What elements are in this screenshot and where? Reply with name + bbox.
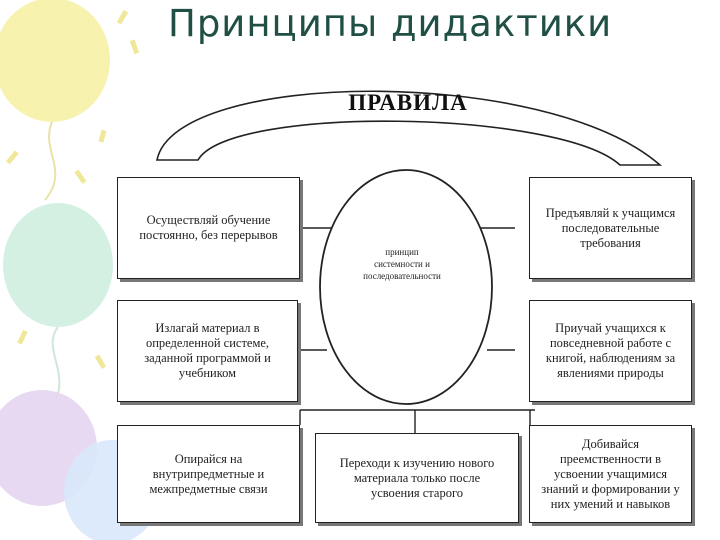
principle-circle	[319, 169, 493, 405]
rule-box-continuity: Добивайся преемственности в усвоении уча…	[529, 425, 692, 523]
rule-box-new-material: Переходи к изучению нового материала тол…	[315, 433, 519, 523]
principle-label: принцип системности и последовательности	[363, 247, 441, 281]
rule-box-consistent-requirements: Предъявляй к учащимся последовательные т…	[529, 177, 692, 279]
confetti	[5, 9, 140, 370]
yellow-balloon	[0, 0, 110, 122]
green-balloon	[3, 203, 113, 327]
rule-box-subject-links: Опирайся на внутрипредметные и межпредме…	[117, 425, 300, 523]
rule-box-system-presentation: Излагай материал в определенной системе,…	[117, 300, 298, 402]
yellow-balloon-string	[44, 121, 57, 201]
rule-box-daily-work: Приучай учащихся к повседневной работе с…	[529, 300, 692, 402]
connector-lines	[298, 227, 535, 433]
rule-box-continuous-learning: Осуществляй обучение постоянно, без пере…	[117, 177, 300, 279]
page-title: Принципы дидактики	[168, 2, 613, 45]
rules-header: ПРАВИЛА	[348, 90, 468, 115]
rules-arch	[156, 90, 663, 166]
